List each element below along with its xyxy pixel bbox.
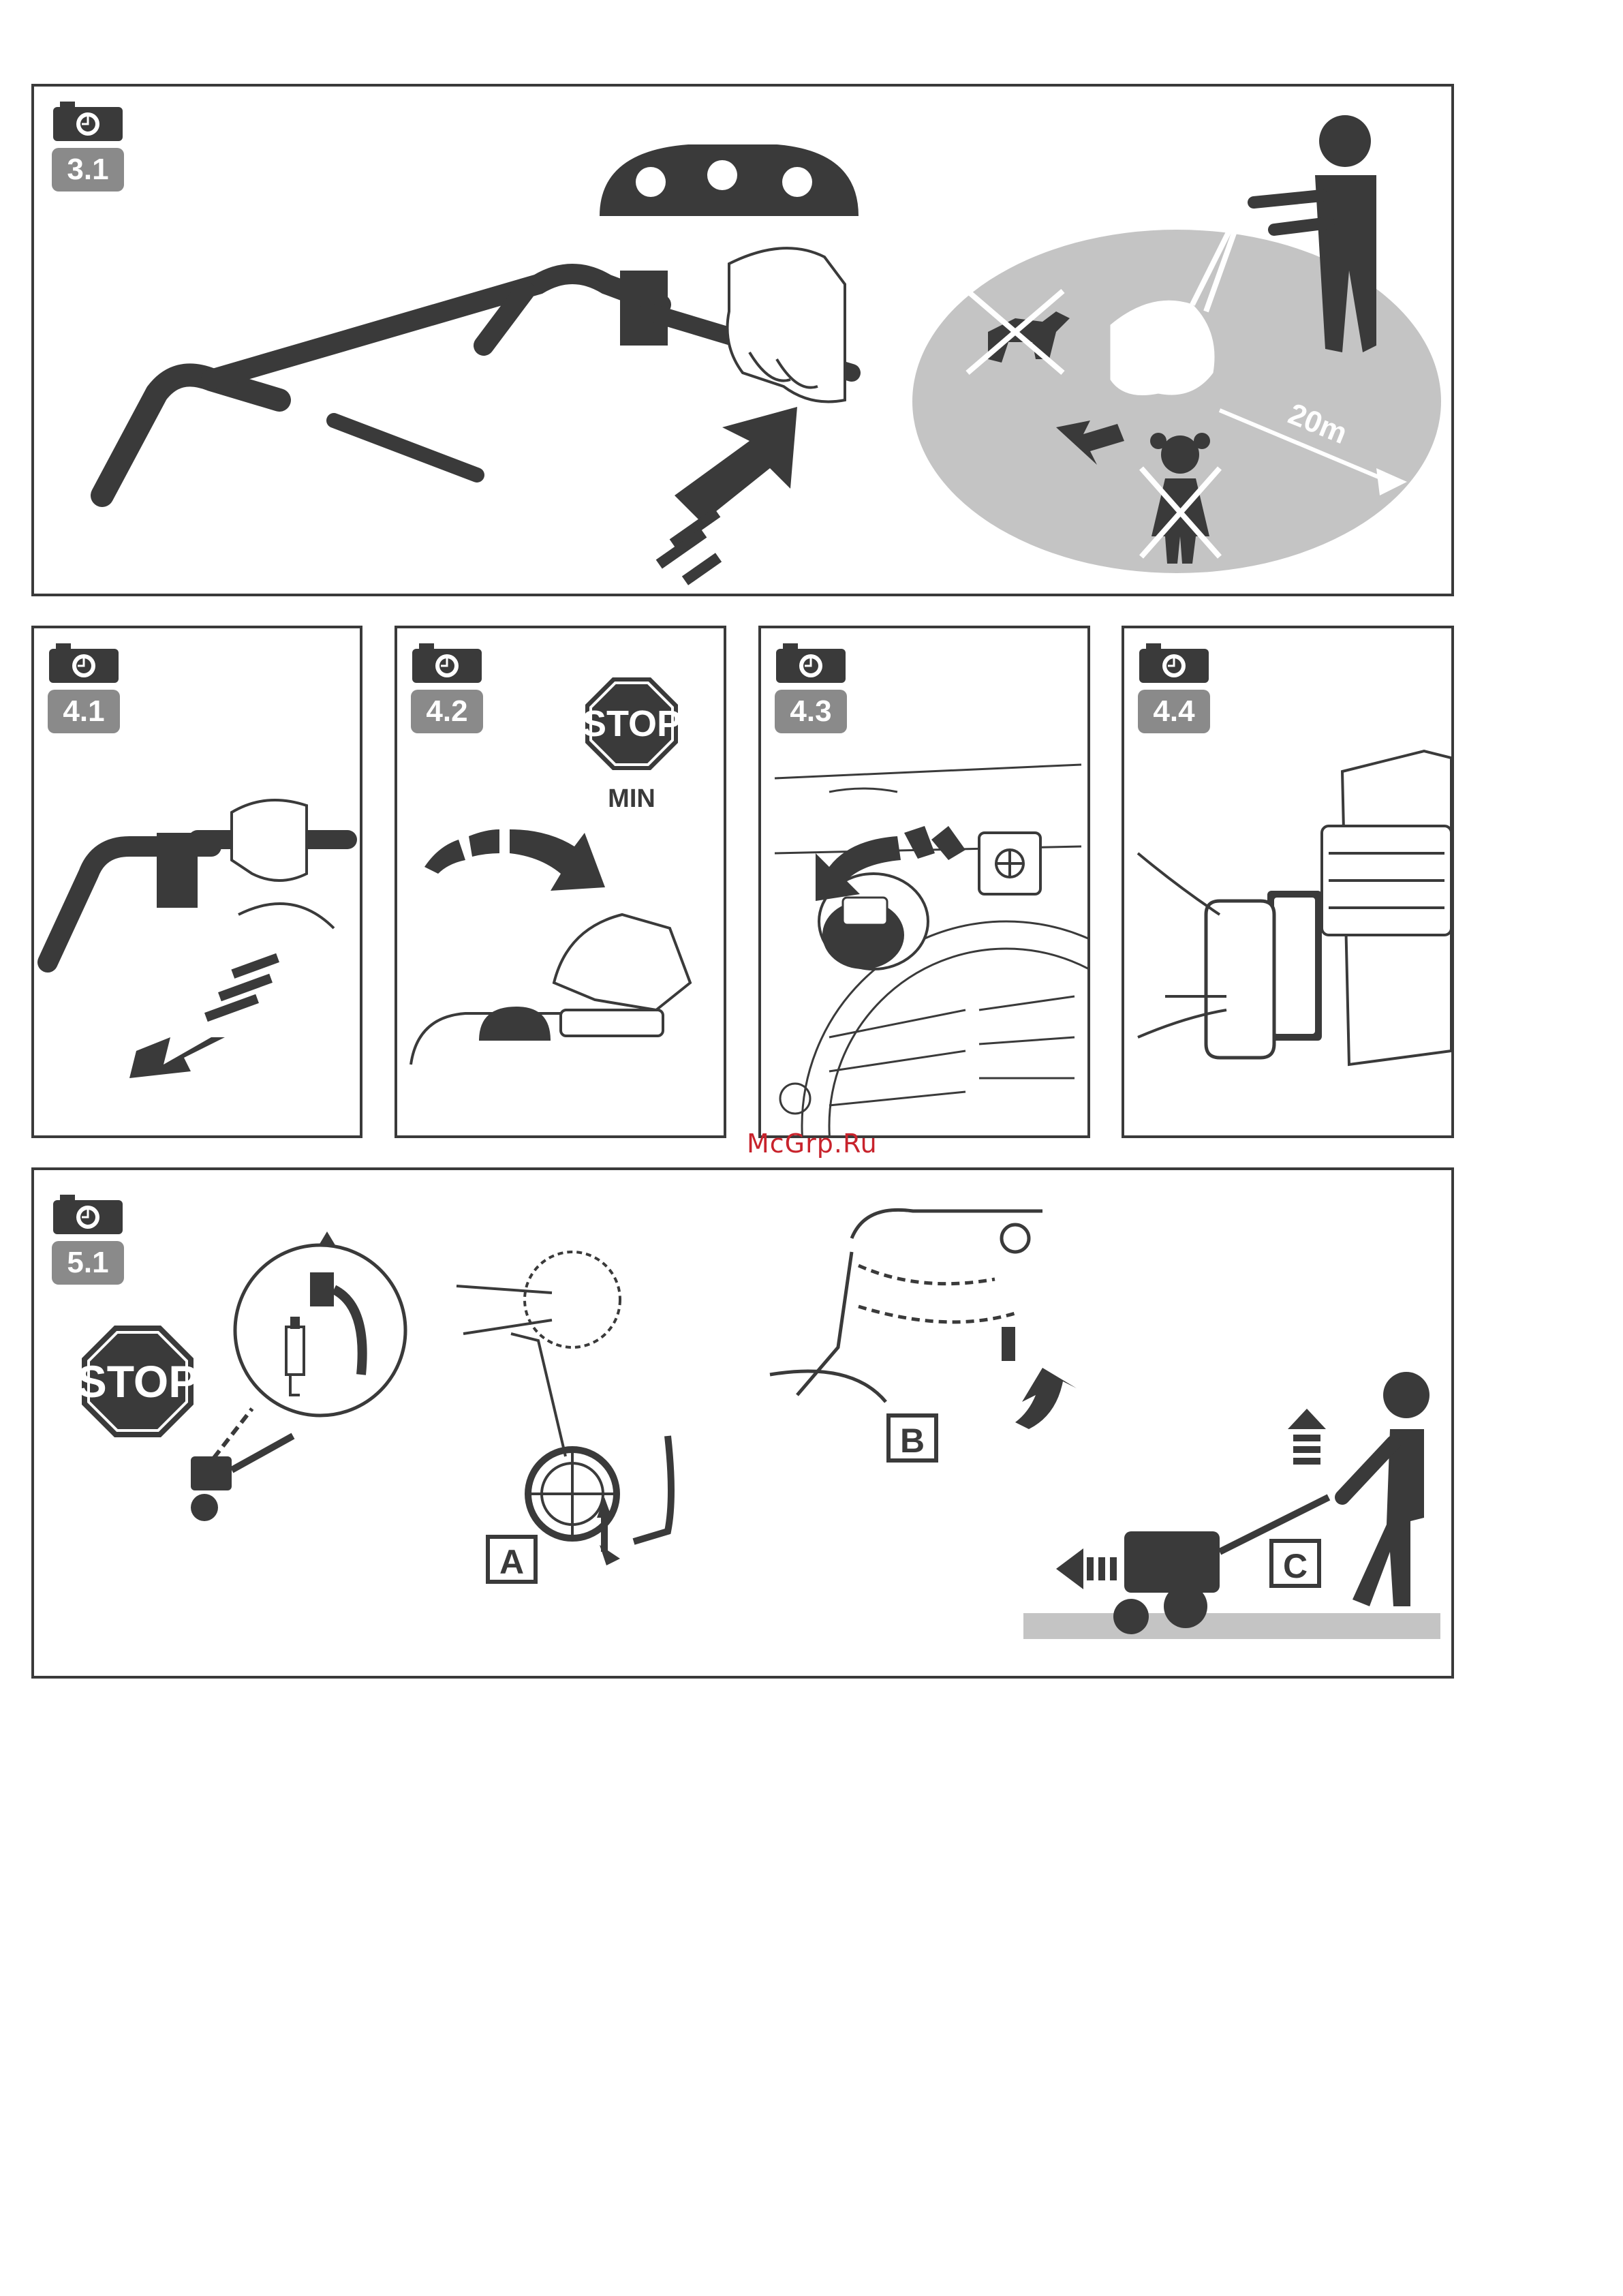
- panel-4-1: 4.1: [31, 626, 362, 1138]
- panel-4-2: 4.2 STOP MIN: [395, 626, 726, 1138]
- ground: [1023, 1613, 1440, 1639]
- transport-wheel: [457, 1252, 671, 1542]
- engine-outline: [775, 765, 1087, 1135]
- panel-3-1-illustration: 20m: [34, 87, 1451, 594]
- watermark: McGrp.Ru: [747, 1129, 878, 1159]
- panel-4-4: 4.4: [1122, 626, 1454, 1138]
- panel-4-3: 4.3: [758, 626, 1090, 1138]
- step-label-b: B: [900, 1422, 925, 1460]
- panel-4-4-illustration: [1124, 628, 1451, 1135]
- stop-sign-icon: STOP: [582, 677, 681, 770]
- hand-icon: [232, 800, 334, 928]
- panel-3-1: 3.1: [31, 84, 1454, 596]
- throttle-lever: [479, 1007, 551, 1041]
- handlebar: [770, 1210, 1042, 1402]
- person-icon: [1342, 1372, 1429, 1606]
- hand-icon: [554, 915, 690, 1010]
- step-label-a: A: [499, 1543, 524, 1581]
- min-label: MIN: [608, 784, 655, 813]
- control-symbols-icon: [600, 144, 859, 216]
- panel-4-3-illustration: [761, 628, 1087, 1135]
- engine-outline: [1322, 751, 1451, 1065]
- panel-5-1-illustration: STOP: [34, 1170, 1451, 1676]
- panel-4-2-illustration: STOP MIN: [397, 628, 724, 1135]
- arrow-icon: [424, 829, 605, 891]
- choke-lever: [979, 833, 1040, 894]
- stop-sign-icon: STOP: [77, 1326, 199, 1437]
- panel-5-1: 5.1 STOP: [31, 1167, 1454, 1679]
- arrow-icon: [1002, 1327, 1077, 1429]
- spark-plug-icon: [235, 1231, 405, 1415]
- arrow-icon: [129, 953, 279, 1078]
- hand-icon: [728, 248, 846, 401]
- tiller-icon: [191, 1436, 293, 1521]
- stop-sign-text: STOP: [582, 703, 681, 744]
- panel-4-1-illustration: [34, 628, 360, 1135]
- stop-sign-text: STOP: [77, 1356, 199, 1407]
- step-label-c: C: [1283, 1547, 1308, 1585]
- arrow-icon: [656, 407, 797, 585]
- air-filter: [1206, 891, 1322, 1058]
